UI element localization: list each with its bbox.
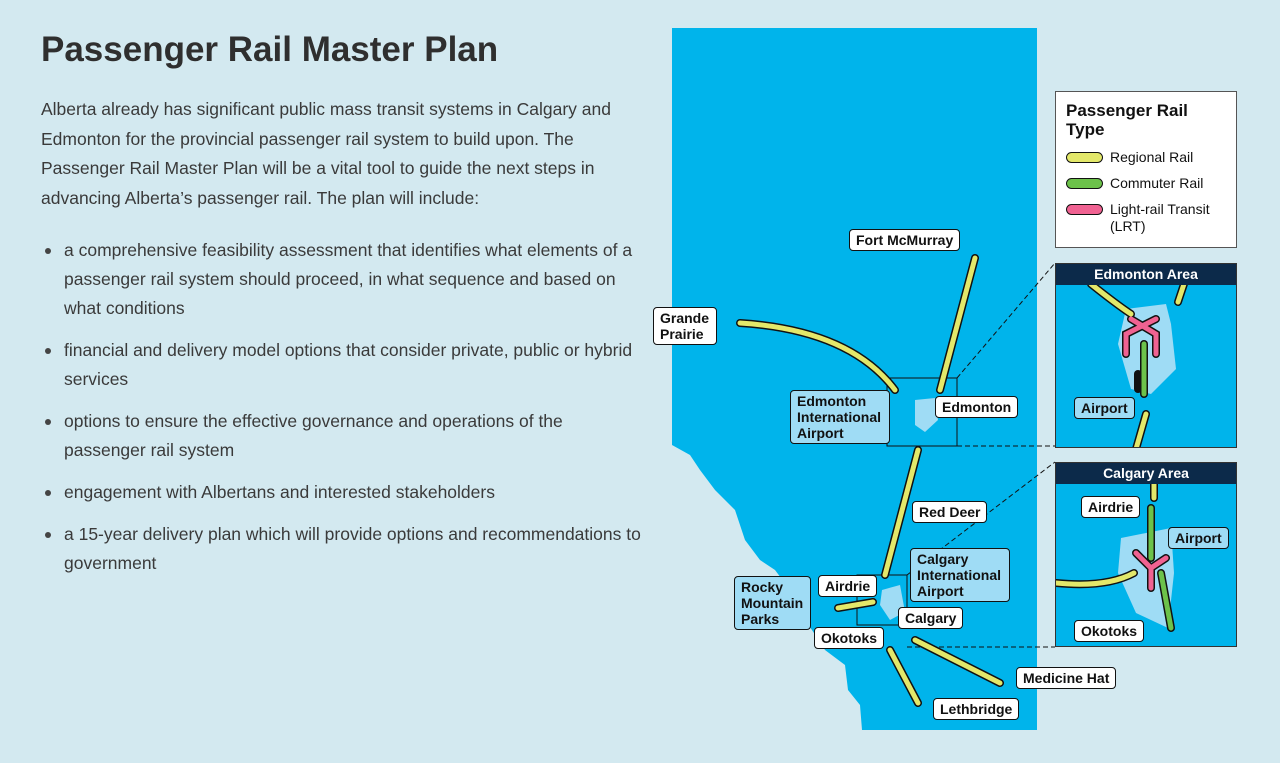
- city-label-airdrie: Airdrie: [818, 575, 878, 597]
- edmonton-inset-map: [1087, 280, 1188, 447]
- lrt-swatch-icon: [1066, 204, 1103, 215]
- city-label-okotoks: Okotoks: [814, 627, 885, 649]
- list-item: a comprehensive feasibility assessment t…: [41, 236, 641, 323]
- edmonton-inset-airport-label: Airport: [1074, 397, 1135, 419]
- legend-label: Light-rail Transit (LRT): [1110, 201, 1210, 234]
- legend-item-commuter: Commuter Rail: [1066, 175, 1226, 192]
- calgary-inset-airdrie-label: Airdrie: [1081, 496, 1141, 518]
- edmonton-urban-area: [915, 398, 938, 432]
- alberta-province-shape: [672, 28, 1037, 730]
- city-label-edmonton: Edmonton: [935, 396, 1019, 418]
- city-label-grande-prairie: Grande Prairie: [653, 307, 717, 345]
- list-item: financial and delivery model options tha…: [41, 336, 641, 394]
- list-item: engagement with Albertans and interested…: [41, 478, 641, 507]
- city-label-rocky-mountain-parks: Rocky Mountain Parks: [734, 576, 811, 630]
- city-label-edmonton-airport: Edmonton International Airport: [790, 390, 890, 444]
- calgary-inset-title: Calgary Area: [1056, 463, 1236, 484]
- calgary-inset-map: [1056, 479, 1175, 632]
- city-label-medicine-hat: Medicine Hat: [1016, 667, 1117, 689]
- legend-label: Commuter Rail: [1110, 175, 1204, 191]
- page-title: Passenger Rail Master Plan: [41, 30, 499, 69]
- regional-rail-swatch-icon: [1066, 152, 1103, 163]
- city-label-calgary: Calgary: [898, 607, 964, 629]
- city-label-lethbridge: Lethbridge: [933, 698, 1020, 720]
- edmonton-inset-title: Edmonton Area: [1056, 264, 1236, 285]
- plan-includes-list: a comprehensive feasibility assessment t…: [41, 236, 641, 591]
- legend-item-lrt: Light-rail Transit (LRT): [1066, 201, 1226, 235]
- calgary-area-inset: Calgary Area Airdrie Airport Okotoks: [1055, 462, 1237, 647]
- calgary-inset-okotoks-label: Okotoks: [1074, 620, 1145, 642]
- calgary-inset-airport-label: Airport: [1168, 527, 1229, 549]
- legend-item-regional: Regional Rail: [1066, 149, 1226, 166]
- list-item: options to ensure the effective governan…: [41, 407, 641, 465]
- legend-label: Regional Rail: [1110, 149, 1194, 165]
- intro-paragraph: Alberta already has significant public m…: [41, 99, 611, 208]
- city-label-calgary-airport: Calgary International Airport: [910, 548, 1010, 602]
- city-label-fort-mcmurray: Fort McMurray: [849, 229, 961, 251]
- list-item: a 15-year delivery plan which will provi…: [41, 520, 641, 578]
- legend-title: Passenger Rail Type: [1066, 101, 1188, 139]
- regional-rail-routes: [736, 254, 1004, 707]
- city-label-red-deer: Red Deer: [912, 501, 988, 523]
- map-legend: Passenger Rail Type Regional Rail Commut…: [1055, 91, 1237, 248]
- commuter-rail-swatch-icon: [1066, 178, 1103, 189]
- edmonton-area-inset: Edmonton Area Airport: [1055, 263, 1237, 448]
